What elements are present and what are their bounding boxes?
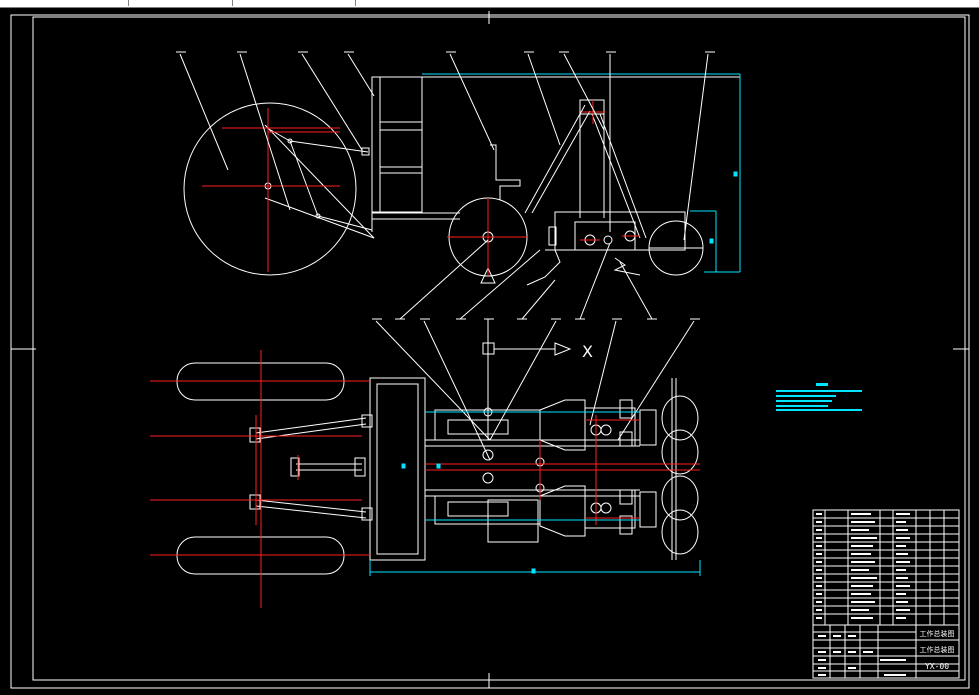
side-view-centerlines	[202, 100, 640, 276]
seat	[490, 144, 521, 200]
plan-view-centerlines	[150, 350, 700, 608]
main-frame-plan	[369, 377, 426, 561]
toolbar-field-1[interactable]	[0, 0, 129, 6]
title-block	[812, 509, 960, 679]
front-tyre-3	[661, 475, 699, 521]
linkage-arm-1	[264, 124, 375, 239]
cage-frame	[371, 76, 423, 213]
ucs-axis-icon	[482, 330, 572, 356]
window-toolbar-strip	[0, 0, 979, 8]
outer-border	[10, 14, 970, 689]
technical-notes-title: 技术要求	[800, 374, 836, 386]
title-block-drawing-name-2: 工作总装图	[920, 645, 955, 654]
side-view	[183, 76, 740, 286]
mast-strut	[524, 104, 586, 214]
cad-drawing-canvas[interactable]: X	[0, 8, 979, 695]
toolbar-field-3[interactable]	[233, 0, 356, 6]
large-wheel-side	[183, 102, 357, 276]
title-block-drawing-code: YX-00	[925, 662, 949, 671]
front-tyre-4	[661, 509, 699, 555]
plan-view	[176, 362, 699, 575]
axis-x-label: X	[582, 342, 593, 361]
title-block-drawing-name: 工作总装图	[920, 629, 955, 638]
front-tyre-2	[661, 429, 699, 475]
front-tyre-1	[661, 395, 699, 441]
leader-lines-middle	[372, 239, 700, 461]
technical-notes	[776, 383, 862, 411]
title-block-text-marks	[816, 513, 910, 676]
leader-lines-top	[176, 51, 715, 241]
toolbar-field-2[interactable]	[129, 0, 233, 6]
side-view-dimensions	[422, 73, 741, 273]
plan-view-dimensions	[369, 411, 701, 576]
